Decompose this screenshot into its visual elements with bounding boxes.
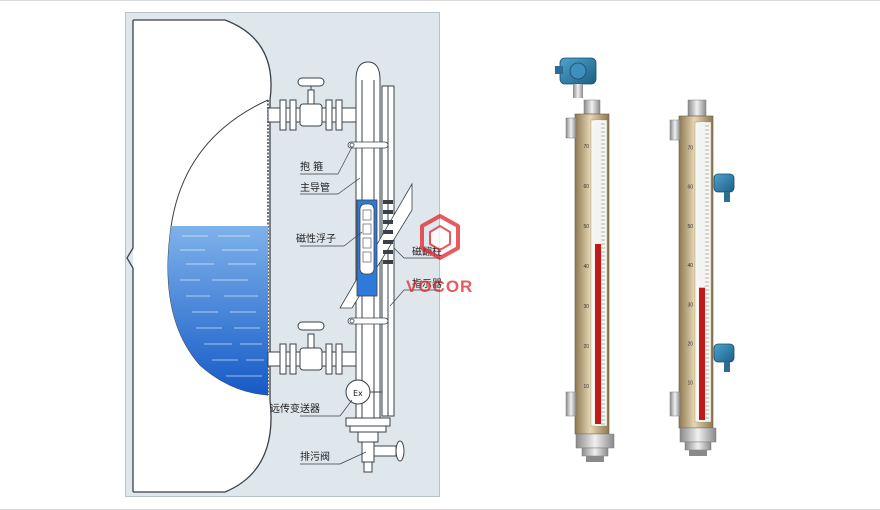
watermark-logo: [420, 214, 460, 260]
tube-clamps: [347, 141, 389, 325]
scale-tick-label: 50: [583, 224, 589, 230]
level-meter-right: 70 60 50 40 30 20 10: [669, 99, 735, 456]
label-float-hoop: 抱 箍: [300, 160, 323, 173]
label-drain-valve: 排污阀: [300, 450, 330, 463]
ex-mark: Ex: [353, 389, 363, 398]
scale-tick-label: 60: [583, 184, 589, 190]
upper-valve: [267, 77, 359, 131]
magnetic-float: [339, 182, 413, 309]
scale-tick-label: 50: [687, 224, 693, 230]
scale-tick-label: 20: [583, 344, 589, 350]
label-magnetic-float: 磁性浮子: [296, 232, 336, 245]
watermark-text: VOCOR: [406, 277, 473, 296]
lower-valve: [267, 321, 359, 375]
scale-tick-label: 10: [583, 384, 589, 390]
scale-tick-label: 10: [687, 381, 693, 387]
level-meter-left: 70 60 50 40 30 20 10: [555, 57, 615, 462]
left-scale-ticks: 70 60 50 40 30 20 10: [583, 123, 605, 425]
scale-tick-label: 60: [687, 185, 693, 191]
scale-tick-label: 40: [583, 264, 589, 270]
scale-tick-label: 70: [583, 144, 589, 150]
scale-tick-label: 40: [687, 263, 693, 269]
leader-lines: [300, 146, 440, 465]
label-indicator: 指示器: [412, 277, 442, 290]
label-transmitter: 远传变送器: [270, 402, 320, 415]
scale-tick-label: 30: [687, 302, 693, 308]
scale-tick-label: 20: [687, 342, 693, 348]
right-scale-ticks: 70 60 50 40 30 20 10: [687, 125, 709, 419]
remote-transmitter: [345, 379, 405, 473]
label-main-tube: 主导管: [300, 181, 330, 194]
scale-tick-label: 30: [583, 304, 589, 310]
scale-tick-label: 70: [687, 146, 693, 152]
